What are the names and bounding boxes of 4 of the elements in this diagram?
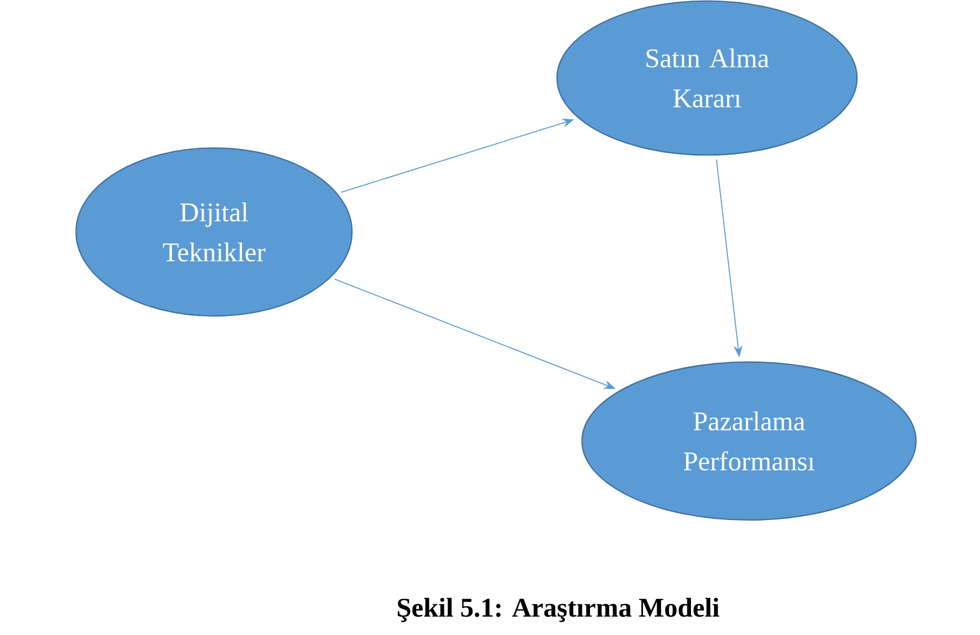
ellipse-node: Dijital Teknikler [75, 147, 353, 317]
figure-caption: Şekil 5.1: Araştırma Modeli [398, 598, 720, 622]
ellipse-node: Satın Alma Kararı [556, 0, 858, 156]
ellipse-node: Pazarlama Performansı [581, 361, 917, 521]
